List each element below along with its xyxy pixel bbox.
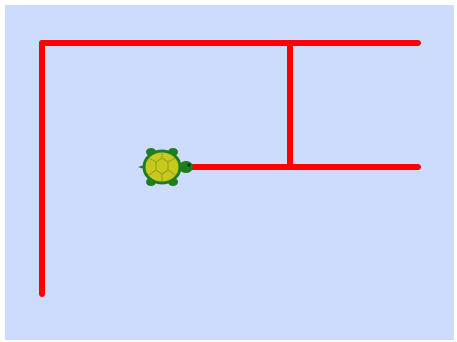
turtle-shell: [142, 149, 182, 185]
trail: [39, 40, 421, 297]
drawing-canvas: [5, 5, 454, 340]
turtle-icon: [138, 148, 193, 186]
turtle-shell-pattern: [148, 152, 176, 181]
turtle-tail: [138, 165, 144, 169]
turtle-eye: [187, 163, 191, 167]
